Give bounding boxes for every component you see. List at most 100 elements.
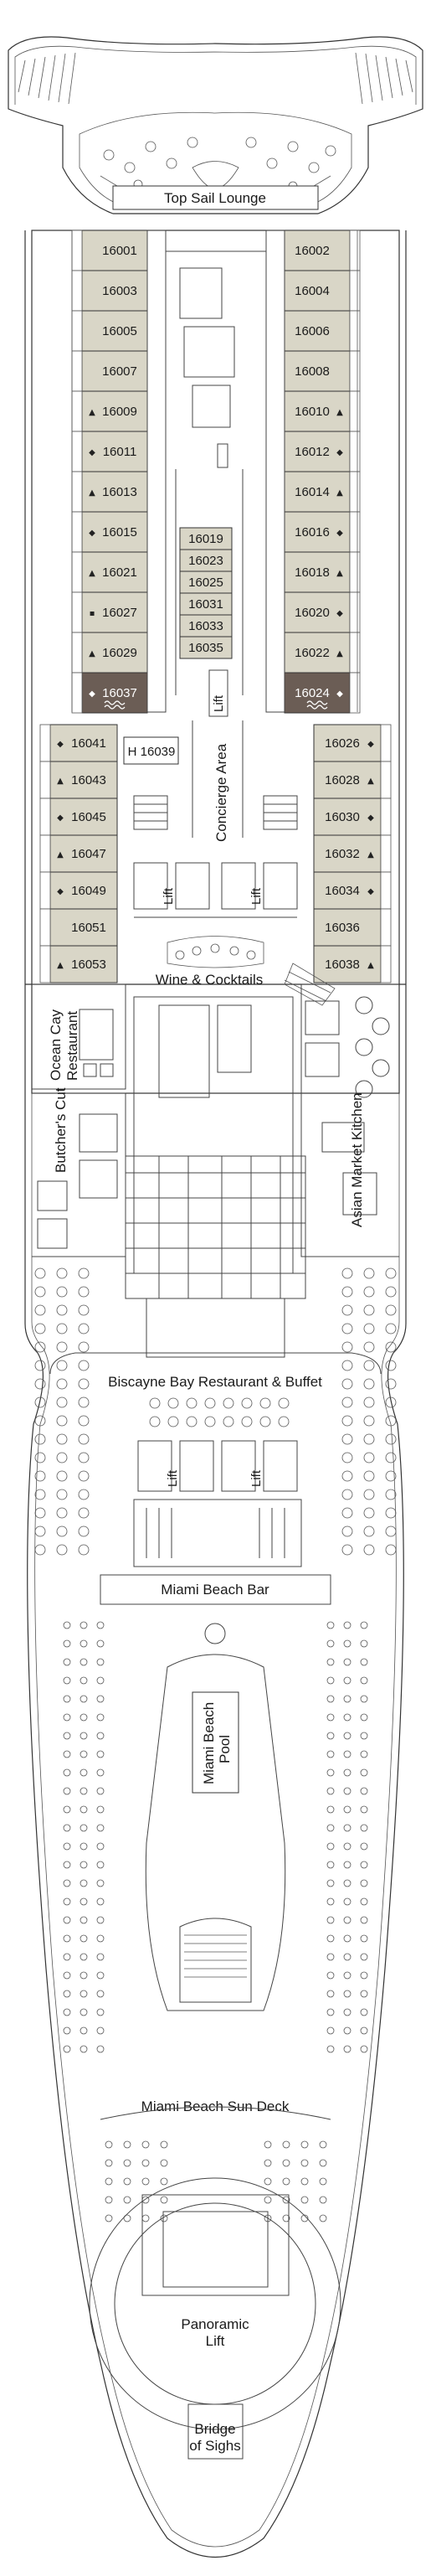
balcony-16021	[71, 551, 83, 593]
cabin-16027[interactable]	[81, 591, 148, 633]
seat-marker	[360, 1990, 368, 1998]
cabin-16035[interactable]	[179, 636, 233, 659]
seat-marker	[160, 2196, 168, 2204]
seat-marker	[123, 2159, 131, 2167]
seat-marker	[341, 1304, 353, 1316]
seat-marker	[78, 1323, 90, 1334]
seat-marker	[363, 1304, 375, 1316]
cabin-h-16039[interactable]	[123, 736, 179, 765]
cabin-16030[interactable]	[313, 798, 382, 836]
seat-marker	[56, 1544, 68, 1556]
seat-marker	[63, 1861, 71, 1869]
cabin-16008[interactable]	[284, 350, 351, 392]
cabin-16019[interactable]	[179, 527, 233, 550]
seat-marker	[385, 1415, 397, 1427]
cabin-16020[interactable]	[284, 591, 351, 633]
seat-marker	[123, 2140, 131, 2149]
cabin-16002[interactable]	[284, 230, 351, 271]
seat-marker	[56, 1360, 68, 1371]
seat-marker	[385, 1378, 397, 1390]
seat-marker	[63, 1676, 71, 1685]
seat-marker	[63, 2026, 71, 2035]
hull-outline	[24, 230, 407, 2558]
seat-marker	[282, 2140, 290, 2149]
seat-marker	[78, 1378, 90, 1390]
cabin-16053[interactable]	[49, 945, 118, 983]
wine-cocktails-label: Wine & Cocktails	[156, 972, 263, 988]
asian-market-kitchen	[300, 983, 399, 1257]
seat-marker	[343, 2008, 351, 2016]
cabin-16036[interactable]	[313, 908, 382, 947]
seat-marker	[34, 1452, 46, 1464]
seat-marker	[385, 1544, 397, 1556]
cabin-symbol-icon: ◆	[336, 609, 343, 618]
seat-marker	[363, 1267, 375, 1279]
cabin-16006[interactable]	[284, 310, 351, 352]
seat-marker	[34, 1489, 46, 1500]
cabin-16038[interactable]	[313, 945, 382, 983]
cabin-16004[interactable]	[284, 270, 351, 312]
seat-marker	[96, 1897, 105, 1906]
cabin-number: 16029	[102, 646, 137, 660]
cabin-16003[interactable]	[81, 270, 148, 312]
seat-marker	[96, 1732, 105, 1740]
cabin-16032[interactable]	[313, 834, 382, 873]
balcony-16043	[39, 761, 51, 799]
seat-marker	[80, 1805, 88, 1814]
seat-marker	[34, 1360, 46, 1371]
seat-marker	[80, 1621, 88, 1629]
balcony-16008	[349, 350, 361, 392]
cabin-16016[interactable]	[284, 511, 351, 553]
cabin-16026[interactable]	[313, 724, 382, 762]
cabin-number: 16015	[102, 525, 137, 539]
seat-marker	[78, 1507, 90, 1519]
cabin-symbol-icon: ◆	[57, 813, 64, 823]
seat-marker	[363, 1489, 375, 1500]
balcony-16002	[349, 230, 361, 271]
seat-marker	[360, 1934, 368, 1943]
seat-marker	[105, 2159, 113, 2167]
seat-marker	[167, 1397, 179, 1409]
seat-marker	[96, 1990, 105, 1998]
cabin-16010[interactable]	[284, 390, 351, 432]
seat-marker	[34, 1415, 46, 1427]
balcony-16051	[39, 908, 51, 947]
cabin-number: 16034	[325, 884, 360, 898]
seat-marker	[360, 2045, 368, 2053]
cabin-16009[interactable]	[81, 390, 148, 432]
seat-marker	[186, 1416, 198, 1427]
lift-label-fwd-left: Lift	[162, 887, 176, 905]
seat-marker	[363, 1433, 375, 1445]
seat-marker	[96, 1879, 105, 1887]
seat-marker	[360, 1639, 368, 1648]
balcony-16001	[71, 230, 83, 271]
wave-icon	[306, 700, 328, 710]
seat-marker	[319, 2177, 327, 2186]
seat-marker	[326, 1990, 335, 1998]
cabin-16033[interactable]	[179, 614, 233, 638]
top-sail-lounge-label: Top Sail Lounge	[164, 190, 266, 206]
cabin-16024[interactable]	[284, 672, 351, 714]
cabin-16007[interactable]	[81, 350, 148, 392]
cabin-16037[interactable]	[81, 672, 148, 714]
seat-marker	[80, 1897, 88, 1906]
cabin-16029[interactable]	[81, 632, 148, 674]
cabin-number: 16026	[325, 736, 360, 751]
cabin-16012[interactable]	[284, 431, 351, 472]
seat-marker	[326, 1824, 335, 1832]
miami-beach-pool	[192, 1691, 239, 1794]
seat-marker	[63, 1713, 71, 1722]
seat-marker	[360, 1805, 368, 1814]
butchers-cut-label: Butcher's Cut	[53, 1087, 69, 1173]
seat-marker	[360, 1953, 368, 1961]
cabin-16001[interactable]	[81, 230, 148, 271]
seat-marker	[63, 1750, 71, 1758]
seat-marker	[78, 1415, 90, 1427]
seat-marker	[63, 1787, 71, 1795]
cabin-symbol-icon: ▲	[367, 777, 374, 786]
seat-marker	[204, 1397, 216, 1409]
seat-marker	[80, 1861, 88, 1869]
cabin-number: 16008	[295, 364, 330, 379]
seat-marker	[56, 1489, 68, 1500]
